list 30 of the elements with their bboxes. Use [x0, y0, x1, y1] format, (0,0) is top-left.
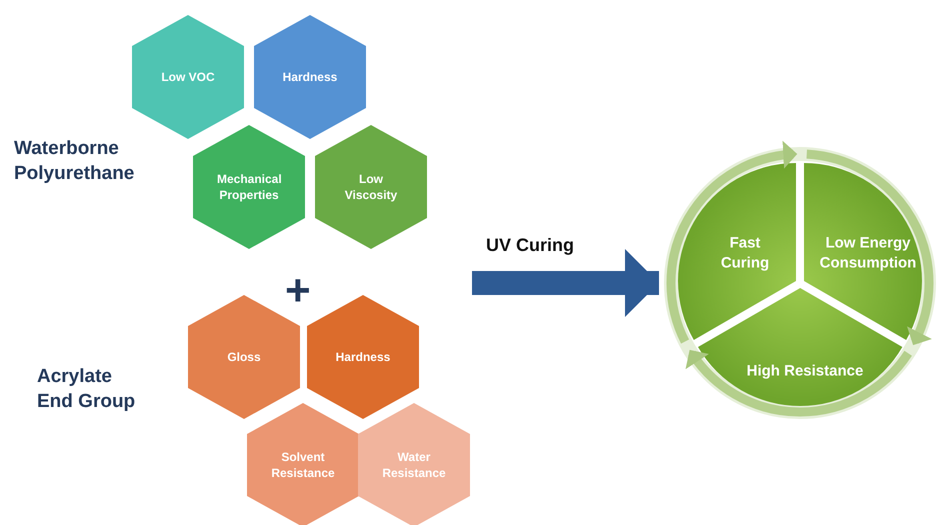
- cycle-arrow: [806, 150, 934, 346]
- hexagon: [247, 403, 359, 525]
- hexagon-label: Mechanical Properties: [217, 170, 281, 204]
- edge-label: UV Curing: [486, 235, 574, 256]
- hexagon-label: Water Resistance: [382, 448, 446, 482]
- segment-label: Low Energy Consumption: [818, 234, 918, 272]
- hexagon: [307, 295, 419, 419]
- cycle-arrow: [686, 350, 912, 416]
- hexagon: [193, 125, 305, 249]
- group-title: Waterborne Polyurethane: [14, 137, 136, 186]
- hexagon-label: Low VOC: [160, 68, 216, 86]
- hexagon-label: Hardness: [334, 348, 392, 366]
- segment-label: Fast Curing: [720, 234, 770, 272]
- hexagon-label: Solvent Resistance: [271, 448, 335, 482]
- hexagon-label: Hardness: [282, 68, 338, 86]
- block-arrow: [472, 249, 659, 317]
- pie-segment: [678, 162, 796, 340]
- ring-circle: [663, 146, 937, 420]
- hexagon: [315, 125, 427, 249]
- cycle-arrow: [666, 141, 798, 344]
- hexagon: [132, 15, 244, 139]
- pie-segment: [804, 162, 922, 340]
- segment-label: High Resistance: [746, 361, 864, 381]
- plus-sign: +: [285, 265, 311, 317]
- hexagon-label: Low Viscosity: [344, 170, 398, 204]
- hexagon-label: Gloss: [226, 348, 262, 366]
- group-title: Acrylate End Group: [37, 365, 136, 414]
- hexagon: [254, 15, 366, 139]
- hexagon: [358, 403, 470, 525]
- pie-segment: [698, 288, 902, 406]
